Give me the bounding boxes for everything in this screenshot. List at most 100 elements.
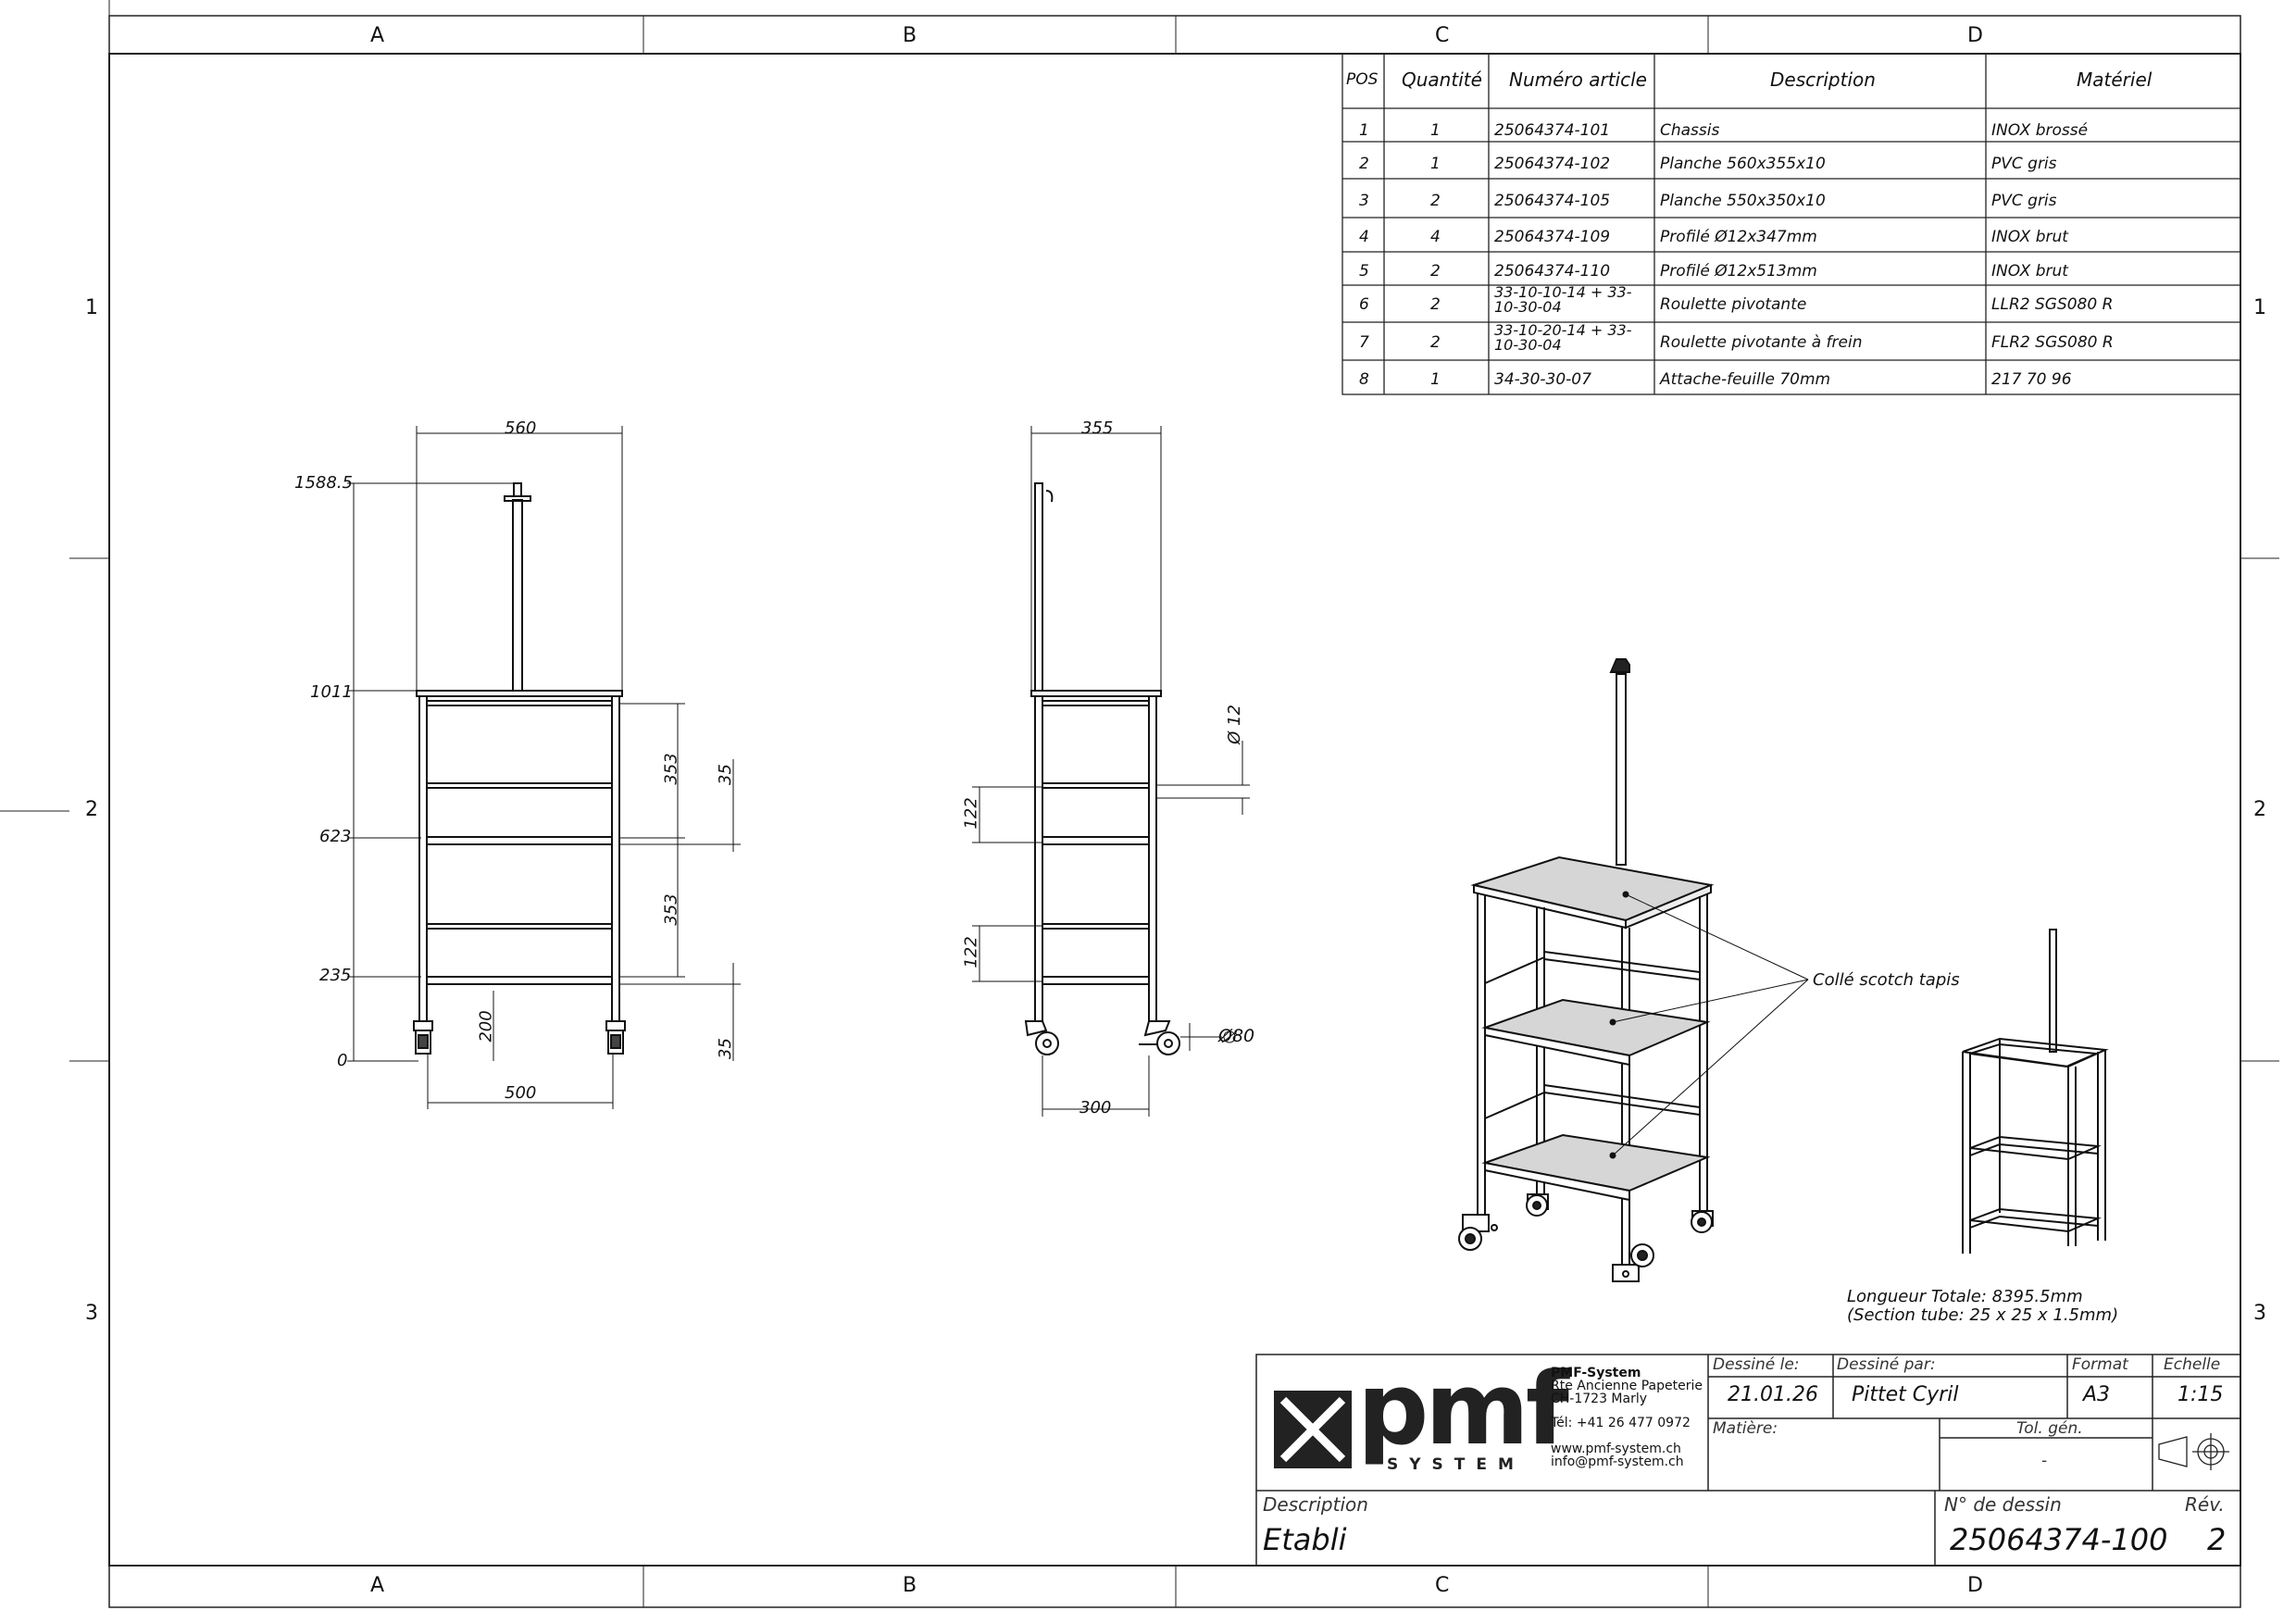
grid-row-2-right: 2 <box>2253 798 2266 821</box>
bom-cell-qty: 2 <box>1430 295 1441 314</box>
iso-note-section: (Section tube: 25 x 25 x 1.5mm) <box>1847 1305 2119 1325</box>
company-web: www.pmf-system.ch <box>1551 1442 1681 1456</box>
iso-callout: Collé scotch tapis <box>1813 970 1960 990</box>
bom-table-grid <box>1341 53 2241 395</box>
company-name: PMF-System <box>1551 1366 1641 1380</box>
grid-row-3-left: 3 <box>85 1302 98 1325</box>
bom-cell-article: 33-10-20-14 + 33-10-30-04 <box>1494 321 1632 354</box>
bom-cell-article: 25064374-110 <box>1494 262 1611 281</box>
dim-thk1: 35 <box>715 764 735 785</box>
dim-wheel: Ø80 <box>1218 1026 1255 1046</box>
rev-label: Rév. <box>2185 1493 2225 1516</box>
grid-row-1-left: 1 <box>85 296 98 319</box>
bom-cell-pos: 7 <box>1359 333 1369 352</box>
side-view-dimensions <box>972 426 1250 1117</box>
bom-cell-qty: 2 <box>1430 333 1441 352</box>
front-view-dimensions <box>347 426 741 1109</box>
format-value: A3 <box>2083 1383 2111 1406</box>
grid-row-3-right: 3 <box>2253 1302 2266 1325</box>
bom-cell-description: Profilé Ø12x347mm <box>1660 228 1817 246</box>
grid-col-a-top: A <box>370 24 385 47</box>
grid-col-d-top: D <box>1967 24 1983 47</box>
bom-cell-description: Profilé Ø12x513mm <box>1660 262 1817 281</box>
grid-col-c-top: C <box>1435 24 1450 47</box>
bom-cell-description: Attache-feuille 70mm <box>1660 370 1831 389</box>
dim-h-top: 1011 <box>310 682 353 702</box>
description-value: Etabli <box>1263 1522 1347 1557</box>
bom-cell-description: Planche 550x350x10 <box>1660 192 1826 210</box>
bom-cell-article: 33-10-10-14 + 33-10-30-04 <box>1494 283 1632 316</box>
bom-cell-material: PVC gris <box>1991 155 2057 173</box>
bom-cell-qty: 2 <box>1430 192 1441 210</box>
dim-h-wheel: 200 <box>476 1010 496 1042</box>
bom-cell-material: 217 70 96 <box>1991 370 2072 389</box>
drawing-no-label: N° de dessin <box>1944 1493 2062 1516</box>
format-label: Format <box>2072 1355 2128 1374</box>
bom-cell-material: PVC gris <box>1991 192 2057 210</box>
iso-view-frame <box>1962 929 2109 1254</box>
bom-header-qty: Quantité <box>1402 69 1482 91</box>
bom-header-pos: POS <box>1346 70 1379 89</box>
drawn-by-value: Pittet Cyril <box>1852 1383 1959 1406</box>
company-phone: Tél: +41 26 477 0972 <box>1551 1416 1691 1430</box>
bom-cell-description: Roulette pivotante à frein <box>1660 333 1863 352</box>
drawn-on-label: Dessiné le: <box>1713 1355 1800 1374</box>
dim-gap1: 353 <box>661 753 681 785</box>
dim-h-mid: 623 <box>319 827 352 846</box>
callout-leaders <box>1609 891 1809 1159</box>
bom-cell-material: FLR2 SGS080 R <box>1991 333 2114 352</box>
bom-cell-material: LLR2 SGS080 R <box>1991 295 2114 314</box>
pmf-logo-mark <box>1274 1391 1352 1468</box>
dim-h-total: 1588.5 <box>294 473 353 493</box>
description-label: Description <box>1263 1493 1368 1516</box>
bom-header-article: Numéro article <box>1509 69 1647 91</box>
grid-col-b-bottom: B <box>903 1574 917 1597</box>
bom-cell-description: Chassis <box>1660 121 1720 140</box>
iso-note-length: Longueur Totale: 8395.5mm <box>1847 1287 2083 1306</box>
bom-cell-pos: 5 <box>1359 262 1369 281</box>
grid-col-c-bottom: C <box>1435 1574 1450 1597</box>
tolerance-value: - <box>2041 1452 2048 1470</box>
grid-col-a-bottom: A <box>370 1574 385 1597</box>
rev-value: 2 <box>2207 1522 2227 1557</box>
bom-cell-pos: 2 <box>1359 155 1369 173</box>
bom-cell-qty: 1 <box>1430 121 1441 140</box>
bom-cell-article: 25064374-102 <box>1494 155 1611 173</box>
grid-col-b-top: B <box>903 24 917 47</box>
projection-symbol-icon <box>2158 1433 2229 1470</box>
title-block-grid <box>1255 1354 2241 1567</box>
grid-col-d-bottom: D <box>1967 1574 1983 1597</box>
dim-spacing1: 122 <box>961 797 981 830</box>
dim-gap2: 353 <box>661 893 681 926</box>
bom-cell-article: 25064374-105 <box>1494 192 1611 210</box>
side-view <box>1024 482 1180 1055</box>
bom-cell-description: Roulette pivotante <box>1660 295 1807 314</box>
dim-thk2: 35 <box>715 1038 735 1059</box>
dim-base: 300 <box>1079 1098 1112 1117</box>
bom-cell-material: INOX brut <box>1991 228 2068 246</box>
bom-cell-qty: 1 <box>1430 155 1441 173</box>
dim-depth: 355 <box>1081 418 1114 438</box>
bom-cell-qty: 2 <box>1430 262 1441 281</box>
bom-cell-pos: 3 <box>1359 192 1369 210</box>
tolerance-label: Tol. gén. <box>2016 1419 2083 1438</box>
dim-width-top: 560 <box>505 418 537 438</box>
drawn-by-label: Dessiné par: <box>1837 1355 1936 1374</box>
bom-cell-article: 25064374-101 <box>1494 121 1611 140</box>
bom-cell-article: 25064374-109 <box>1494 228 1611 246</box>
logo-wordmark: pmf <box>1357 1352 1569 1467</box>
logo-subtitle: SYSTEM <box>1387 1455 1525 1474</box>
company-address1: Rte Ancienne Papeterie <box>1551 1379 1703 1393</box>
bom-cell-qty: 4 <box>1430 228 1441 246</box>
bom-cell-pos: 4 <box>1359 228 1369 246</box>
dim-rod: Ø 12 <box>1224 705 1244 744</box>
bom-header-description: Description <box>1770 69 1876 91</box>
scale-value: 1:15 <box>2177 1383 2224 1406</box>
bom-cell-description: Planche 560x355x10 <box>1660 155 1826 173</box>
bom-cell-pos: 6 <box>1359 295 1369 314</box>
bom-cell-material: INOX brossé <box>1991 121 2089 140</box>
front-view <box>413 482 626 1055</box>
